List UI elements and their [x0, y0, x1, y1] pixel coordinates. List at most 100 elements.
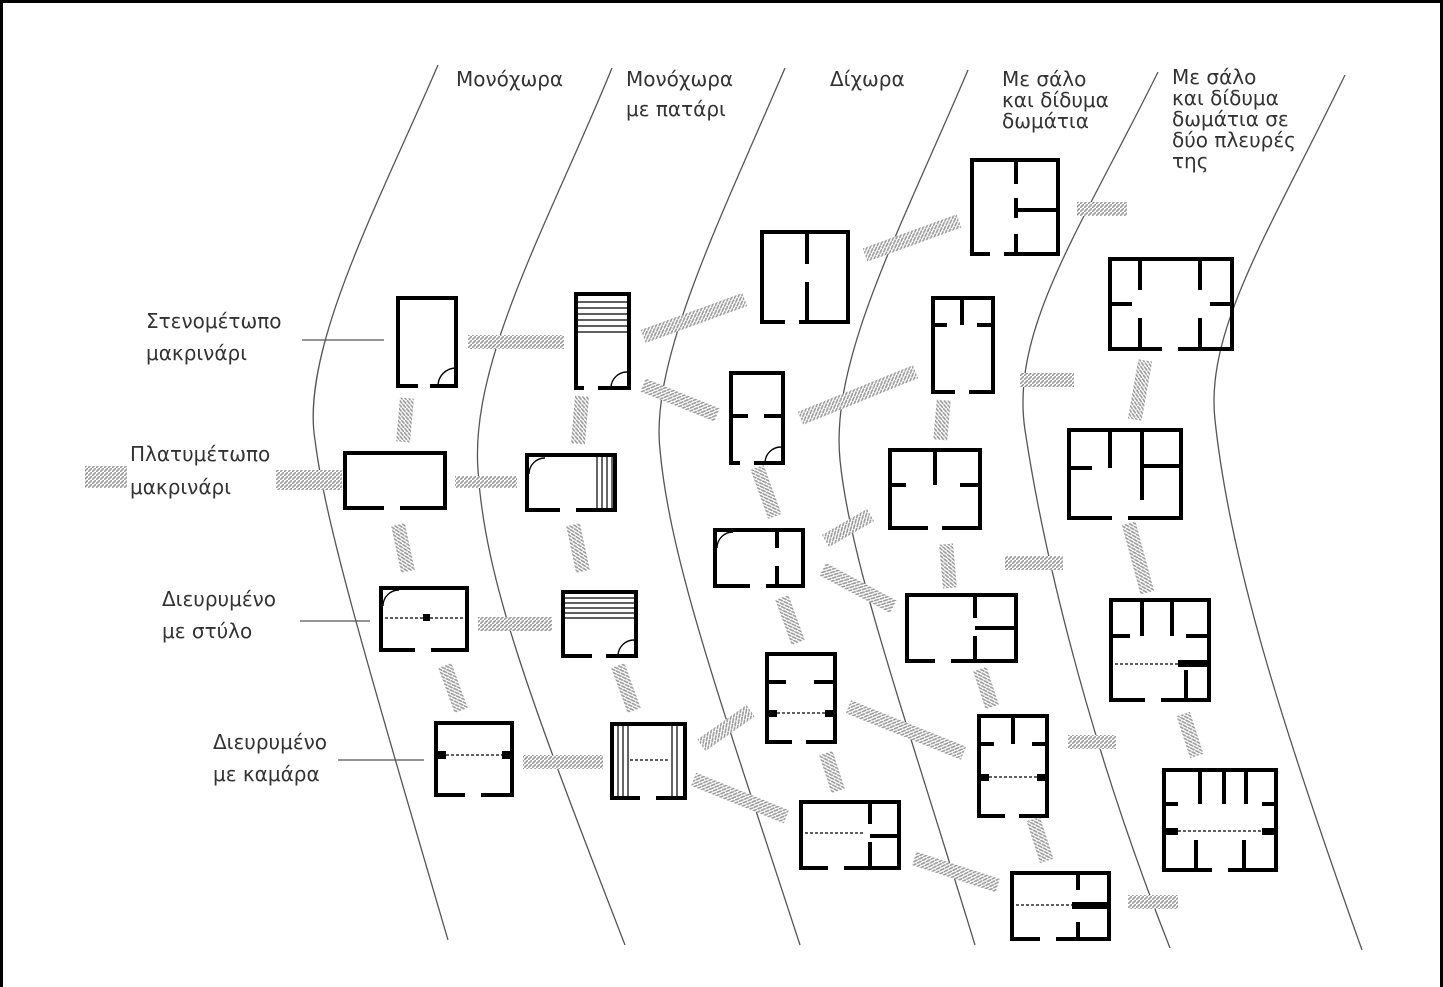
column-header-5-line: Με σάλο — [1172, 65, 1256, 89]
row-label-1-line: Στενομέτωπο — [146, 309, 282, 333]
connector — [468, 335, 564, 349]
connector — [845, 700, 967, 760]
plan-c5-b — [1067, 428, 1183, 522]
row-label-4-line: Διευρυμένο — [213, 730, 327, 754]
connector — [85, 466, 127, 488]
plan-c3-d — [765, 652, 837, 746]
connector — [438, 663, 468, 713]
plan-c1-r1 — [396, 296, 458, 390]
row-label-2-line: μακρινάρι — [130, 475, 231, 499]
column-header-1-line: Μονόχωρα — [456, 67, 563, 91]
column-header-5-line: της — [1172, 149, 1208, 173]
plan-c3-c — [713, 528, 805, 590]
connector — [939, 543, 957, 589]
row-labels: Στενομέτωπο μακρινάρι Πλατυμέτωπο μακριν… — [130, 309, 333, 786]
plan-c4-e — [977, 714, 1049, 820]
row-label-3-line: με στύλο — [162, 619, 252, 643]
plan-c2-r3 — [561, 590, 638, 660]
column-header-4-line: και δίδυμα — [1002, 88, 1109, 112]
connector — [611, 663, 641, 713]
divider-4 — [838, 69, 976, 946]
row-label-2-line: Πλατυμέτωπο — [130, 442, 270, 466]
connector — [455, 476, 517, 488]
connector — [1020, 373, 1074, 387]
column-dividers — [312, 64, 1363, 951]
plan-c3-e — [799, 800, 901, 872]
connector — [570, 395, 590, 445]
column-header-1: Μονόχωρα — [456, 67, 563, 91]
connector — [640, 292, 748, 344]
divider-6 — [1213, 74, 1363, 951]
row-label-4: Διευρυμένο με καμάρα — [213, 730, 333, 786]
connector — [640, 378, 720, 422]
connector — [566, 523, 590, 573]
column-header-4: Με σάλο και δίδυμα δωμάτια — [1002, 67, 1115, 133]
column-header-4-line: δωμάτια — [1002, 109, 1089, 133]
plan-c4-d — [905, 593, 1018, 665]
column-headers: Μονόχωρα Μονόχωρα με πατάρι Δίχωρα Με σά… — [456, 65, 1302, 173]
connector — [396, 397, 414, 443]
evolution-connectors — [85, 202, 1204, 909]
connector — [819, 750, 845, 794]
connector — [1128, 895, 1178, 909]
connector — [933, 399, 951, 441]
plan-c2-r2 — [525, 453, 617, 514]
connector — [750, 465, 782, 519]
divider-3 — [658, 67, 801, 946]
connector — [1005, 556, 1063, 570]
plan-c1-r3 — [379, 586, 469, 654]
row-label-1-line: μακρινάρι — [146, 341, 247, 365]
plan-c3-b — [729, 371, 785, 467]
plan-c4-a — [970, 158, 1060, 258]
plan-c5-a — [1108, 257, 1234, 353]
row-label-3-line: Διευρυμένο — [162, 587, 276, 611]
connector — [697, 705, 755, 751]
row-label-4-line: με καμάρα — [213, 762, 320, 786]
connector — [821, 508, 875, 548]
plan-c1-r2 — [343, 451, 447, 512]
column-header-2-line: με πατάρι — [626, 97, 726, 121]
connector — [819, 563, 897, 613]
column-header-5: Με σάλο και δίδυμα δωμάτια σε δύο πλευρέ… — [1172, 65, 1302, 173]
connector — [523, 755, 603, 769]
plan-c1-r4 — [434, 721, 514, 799]
connector — [276, 470, 342, 490]
connector — [775, 595, 805, 645]
column-header-2-line: Μονόχωρα — [626, 67, 733, 91]
connector — [1068, 735, 1116, 749]
connector — [862, 214, 962, 262]
divider-1 — [312, 64, 449, 941]
column-header-2: Μονόχωρα με πατάρι — [626, 67, 739, 121]
connector — [391, 523, 415, 573]
column-header-5-line: δύο πλευρές — [1172, 128, 1296, 152]
connector — [797, 365, 919, 425]
plan-c4-c — [888, 448, 982, 532]
row-label-2: Πλατυμέτωπο μακρινάρι — [130, 442, 277, 499]
connector — [1121, 521, 1155, 595]
column-header-5-line: και δίδυμα — [1172, 86, 1279, 110]
row-label-3: Διευρυμένο με στύλο — [162, 587, 282, 643]
plan-c4-f — [1010, 871, 1111, 943]
row-leaders — [300, 339, 424, 761]
divider-2 — [476, 67, 626, 946]
column-header-5-line: δωμάτια σε — [1172, 107, 1289, 131]
connector — [1127, 359, 1153, 421]
plan-c5-c — [1109, 598, 1211, 704]
connector — [478, 617, 552, 631]
connector — [973, 666, 999, 710]
floor-plans — [343, 158, 1278, 943]
connector — [691, 772, 789, 824]
plan-c2-r1 — [574, 292, 631, 392]
plan-c3-a — [760, 230, 850, 326]
connector — [911, 851, 1001, 893]
row-label-1: Στενομέτωπο μακρινάρι — [146, 309, 288, 365]
column-header-3-line: Δίχωρα — [830, 67, 905, 91]
connector — [1077, 202, 1127, 216]
plan-c5-d — [1162, 768, 1278, 874]
plan-c2-r4 — [610, 722, 687, 802]
column-header-4-line: Με σάλο — [1002, 67, 1086, 91]
plan-c4-b — [931, 296, 995, 396]
connector — [1026, 816, 1054, 864]
